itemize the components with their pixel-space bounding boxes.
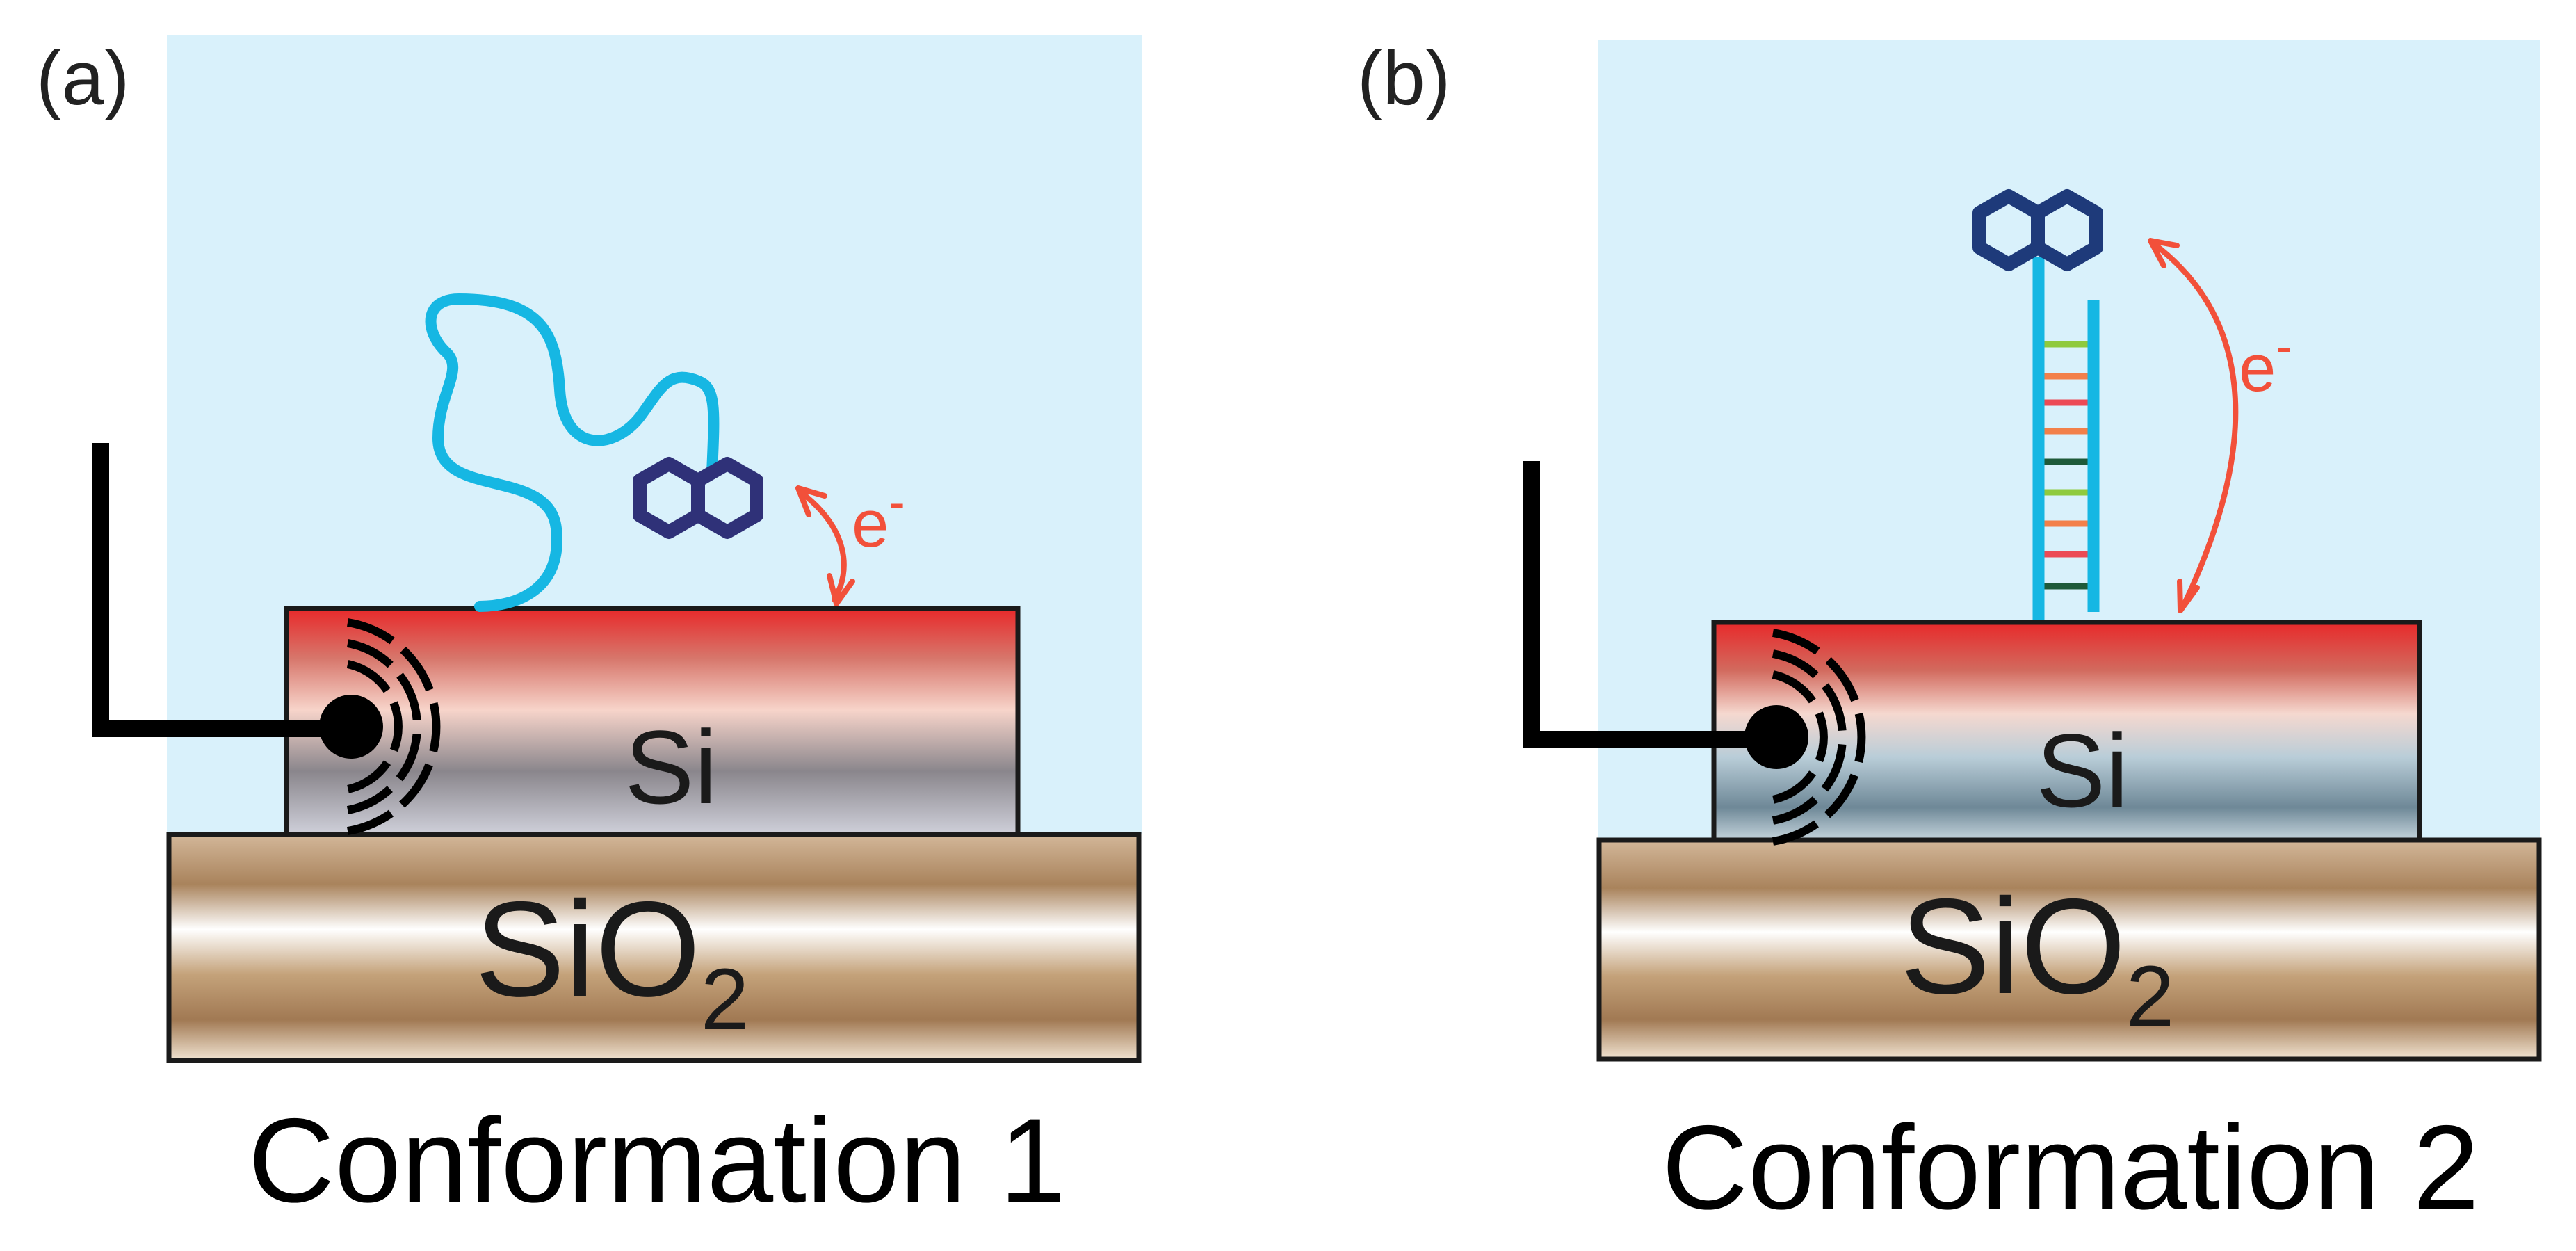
electron-transfer-arrow-a: [795, 485, 855, 606]
si-label-a: Si: [624, 709, 717, 825]
electrode-wire-a: [92, 443, 348, 737]
redox-tag-icon: [633, 457, 763, 539]
sio2-layer-a: [166, 832, 1142, 1063]
panel-a: e- (a) Si SiO2 Conformation 1: [36, 35, 1142, 1227]
panel-letter-a: (a): [36, 35, 129, 121]
electrode-contact-b: [1744, 705, 1808, 769]
double-strand-ladder: [2032, 257, 2100, 620]
signal-waves-icon: [346, 618, 441, 835]
signal-waves-icon: [1772, 629, 1866, 846]
electrode-wire-b: [1523, 461, 1776, 748]
sio2-label-a: SiO2: [475, 873, 750, 1048]
caption-a: Conformation 1: [248, 1094, 1066, 1227]
sio2-label-b: SiO2: [1900, 871, 2175, 1045]
caption-b: Conformation 2: [1662, 1101, 2479, 1234]
si-layer-b: [1711, 620, 2422, 843]
panel-letter-b: (b): [1357, 35, 1450, 121]
electron-transfer-arrow-b: [2148, 238, 2239, 613]
electron-label-b: e-: [2239, 319, 2292, 405]
redox-tag-icon: [1972, 189, 2103, 271]
electrode-contact-a: [319, 695, 383, 759]
si-label-b: Si: [2036, 712, 2128, 829]
panel-b: e- (b) Si SiO2 Conformation 2: [1357, 35, 2542, 1234]
electron-label-a: e-: [852, 475, 905, 561]
flexible-strand: [425, 293, 720, 612]
